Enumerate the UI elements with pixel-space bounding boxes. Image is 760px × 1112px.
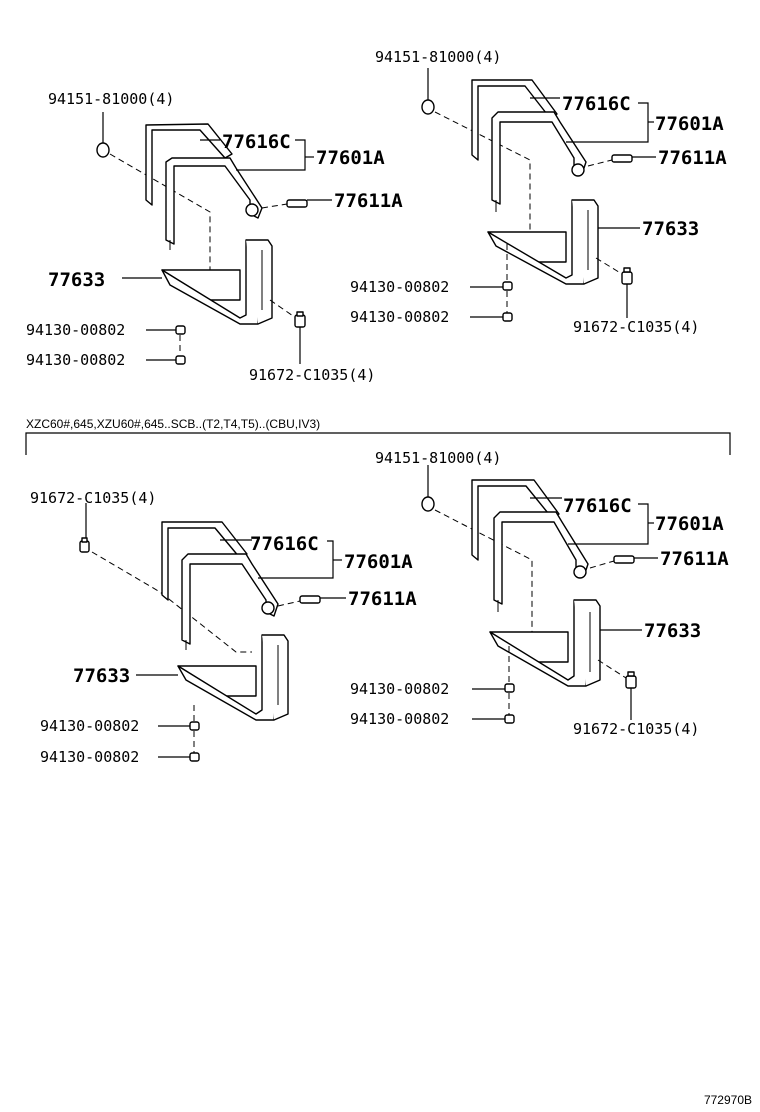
assembly-group-2: 94151-81000(4) 77616C 77601A 77611A 7763…: [350, 48, 727, 336]
label-bolt: 77611A: [658, 147, 727, 169]
band-strap-icon: [471, 479, 560, 561]
label-nut-b: 94130-00802: [26, 351, 125, 369]
assembly-group-3: 91672-C1035(4) 77616C 77601A 77611A 7763…: [30, 489, 417, 766]
assembly-group-4: 94151-81000(4) 77616C 77601A 77611A 7763…: [350, 449, 729, 738]
strap-assembly-icon: [493, 511, 589, 612]
screw-icon: [269, 299, 306, 328]
label-band: 77616C: [562, 93, 631, 115]
band-strap-icon: [471, 79, 558, 161]
label-band: 77616C: [563, 495, 632, 517]
label-screw: 91672-C1035(4): [573, 318, 699, 336]
label-assembly: 77601A: [655, 513, 724, 535]
bolt-icon: [589, 555, 635, 569]
label-nut-b: 94130-00802: [40, 748, 139, 766]
band-strap-icon: [145, 123, 233, 206]
label-band: 77616C: [222, 131, 291, 153]
screw-icon: [597, 659, 637, 689]
screw-icon: [79, 537, 90, 553]
nut-icon: [421, 99, 435, 115]
label-nut-b: 94130-00802: [350, 308, 449, 326]
label-bracket: 77633: [644, 620, 701, 642]
bolt-icon: [587, 154, 633, 167]
strap-assembly-icon: [181, 553, 279, 650]
label-nut-a: 94130-00802: [350, 278, 449, 296]
strap-assembly-icon: [165, 157, 263, 250]
nut-icon: [96, 142, 110, 158]
screw-icon: [595, 257, 633, 285]
bolt-icon: [261, 199, 308, 209]
strap-assembly-icon: [491, 111, 587, 212]
nut-icon: [175, 325, 186, 365]
label-nut-b: 94130-00802: [350, 710, 449, 728]
label-bolt: 77611A: [348, 588, 417, 610]
bracket-icon: [487, 199, 599, 285]
bracket-icon: [177, 634, 289, 721]
assembly-group-1: 94151-81000(4) 77616C 77601A 77611A 7763…: [26, 90, 403, 384]
label-nut-a: 94130-00802: [26, 321, 125, 339]
label-band: 77616C: [250, 533, 319, 555]
label-bolt: 77611A: [334, 190, 403, 212]
label-assembly: 77601A: [316, 147, 385, 169]
label-nut-a: 94130-00802: [350, 680, 449, 698]
label-nut-a: 94130-00802: [40, 717, 139, 735]
label-screw: 91672-C1035(4): [249, 366, 375, 384]
label-screw: 91672-C1035(4): [573, 720, 699, 738]
bracket-icon: [161, 239, 273, 325]
label-top: 94151-81000(4): [375, 449, 501, 467]
variant-bracket: XZC60#,645,XZU60#,645..SCB..(T2,T4,T5)..…: [25, 417, 731, 455]
variant-label: XZC60#,645,XZU60#,645..SCB..(T2,T4,T5)..…: [26, 417, 320, 431]
label-bracket: 77633: [73, 665, 130, 687]
bracket-icon: [489, 599, 601, 687]
label-bracket: 77633: [642, 218, 699, 240]
diagram-id: 772970B: [704, 1093, 752, 1107]
label-bracket: 77633: [48, 269, 105, 291]
label-bolt: 77611A: [660, 548, 729, 570]
label-top: 94151-81000(4): [48, 90, 174, 108]
label-assembly: 77601A: [655, 113, 724, 135]
label-top: 91672-C1035(4): [30, 489, 156, 507]
label-assembly: 77601A: [344, 551, 413, 573]
nut-icon: [421, 496, 435, 512]
bolt-icon: [277, 595, 321, 607]
band-strap-icon: [161, 521, 248, 601]
label-top: 94151-81000(4): [375, 48, 501, 66]
